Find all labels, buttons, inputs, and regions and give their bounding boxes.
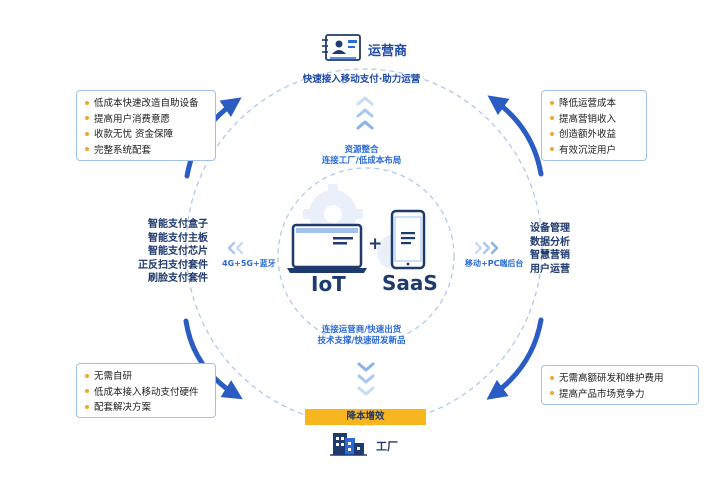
list-item: 刷脸支付套件 xyxy=(148,273,208,285)
saas-feature-list: 设备管理 数据分析 智慧营销 用户运营 xyxy=(530,222,570,276)
plus-sign: + xyxy=(368,234,383,254)
laptop-icon xyxy=(287,223,367,273)
gear-hole xyxy=(324,205,342,223)
factory-building-icon xyxy=(330,433,367,456)
list-item: 智能支付芯片 xyxy=(148,246,208,258)
list-item: 提高用户消费意愿 xyxy=(85,112,207,128)
iot-label: IoT xyxy=(311,272,346,296)
resource-line-2: 连接工厂/低成本布局 xyxy=(321,156,402,166)
connect-operator-label: 连接运营商/快速出货 技术支撑/快速研发新品 xyxy=(0,325,723,347)
list-item: 配套解决方案 xyxy=(85,400,207,416)
benefit-box-top-right: 降低运营成本 提高营销收入 创造额外收益 有效沉淀用户 xyxy=(541,90,647,161)
list-item: 创造额外收益 xyxy=(550,127,638,143)
list-item: 正反扫支付套件 xyxy=(138,259,208,271)
factory-label: 工厂 xyxy=(376,440,398,453)
list-item: 智能支付盒子 xyxy=(148,219,208,230)
list-item: 数据分析 xyxy=(530,236,570,248)
resource-integration-label: 资源整合 连接工厂/低成本布局 xyxy=(0,145,723,167)
list-item: 智慧营销 xyxy=(530,250,570,262)
left-connectivity-label: 4G+5G+蓝牙 xyxy=(222,259,276,268)
chevron-right-icon xyxy=(474,241,499,255)
list-item: 低成本快速改造自助设备 xyxy=(85,96,207,112)
chevron-down-icon xyxy=(357,362,375,396)
chevron-up-icon xyxy=(356,96,374,130)
hardware-product-list: 智能支付盒子 智能支付主板 智能支付芯片 正反扫支付套件 刷脸支付套件 xyxy=(108,218,208,286)
list-item: 用户运营 xyxy=(530,263,570,275)
operator-subtitle: 快速接入移动支付·助力运营 xyxy=(302,74,421,85)
chevron-left-icon xyxy=(227,241,244,255)
list-item: 无需自研 xyxy=(85,369,207,385)
outer-dashed-ring xyxy=(185,68,543,426)
id-card-icon xyxy=(322,34,361,61)
list-item: 提高营销收入 xyxy=(550,112,638,128)
saas-label: SaaS xyxy=(382,271,438,295)
list-item: 降低运营成本 xyxy=(550,96,638,112)
cost-reduction-banner: 降本增效 xyxy=(305,409,426,425)
right-connectivity-label: 移动+PC端后台 xyxy=(465,259,524,268)
phone-icon xyxy=(390,209,426,270)
operator-title: 运营商 xyxy=(368,44,408,59)
arrow-top-right xyxy=(487,95,544,177)
list-item: 提高产品市场竞争力 xyxy=(550,387,690,403)
connect-line-1: 连接运营商/快速出货 xyxy=(321,325,402,335)
list-item: 设备管理 xyxy=(530,223,570,234)
list-item: 有效沉淀用户 xyxy=(550,143,638,159)
inner-dashed-ring xyxy=(277,167,455,345)
connect-line-2: 技术支撑/快速研发新品 xyxy=(317,336,406,346)
benefit-box-bottom-left: 无需自研 低成本接入移动支付硬件 配套解决方案 xyxy=(76,363,216,418)
list-item: 完整系统配套 xyxy=(85,143,207,159)
benefit-box-bottom-right: 无需高额研发和维护费用 提高产品市场竞争力 xyxy=(541,365,699,405)
benefit-box-top-left: 低成本快速改造自助设备 提高用户消费意愿 收款无忧 资金保障 完整系统配套 xyxy=(76,90,216,161)
list-item: 智能支付主板 xyxy=(148,232,208,244)
arrow-bottom-right xyxy=(486,317,544,400)
list-item: 无需高额研发和维护费用 xyxy=(550,371,690,387)
list-item: 低成本接入移动支付硬件 xyxy=(85,385,207,401)
resource-line-1: 资源整合 xyxy=(344,145,379,155)
list-item: 收款无忧 资金保障 xyxy=(85,127,207,143)
